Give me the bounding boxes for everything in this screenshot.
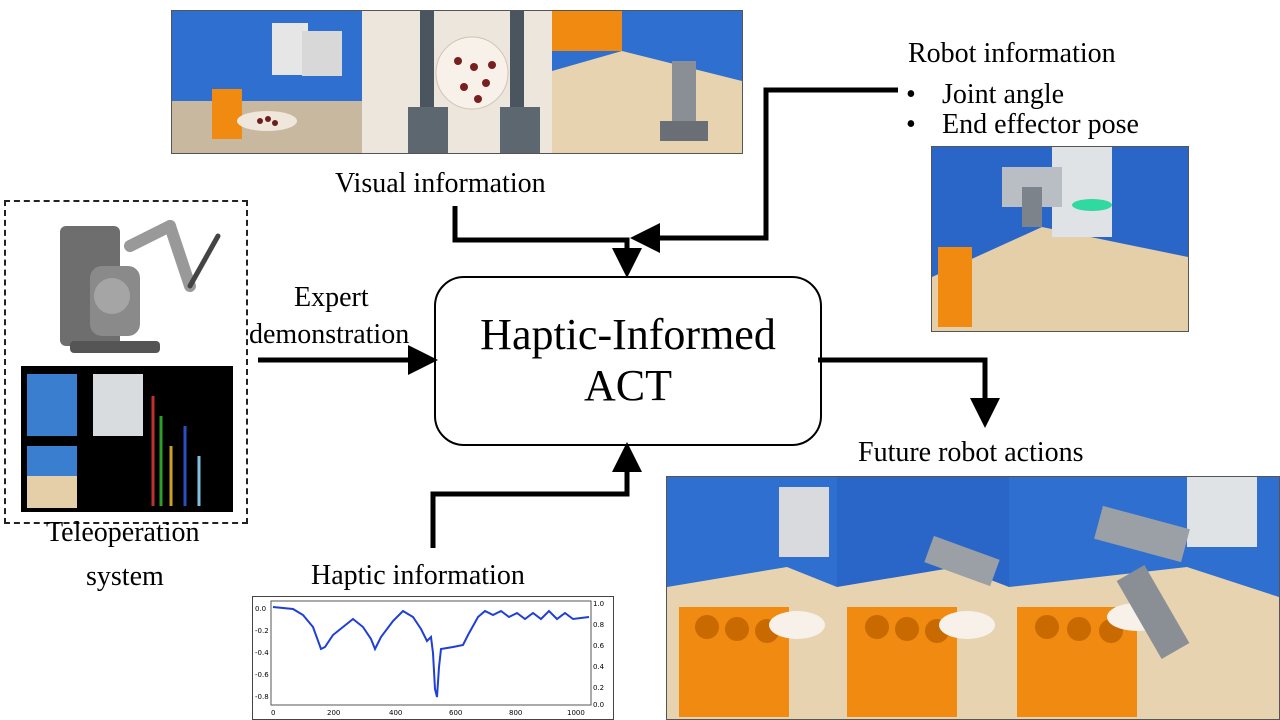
haptic-arrow [430,442,642,548]
visual-photos-drawing [172,11,742,153]
robot-info-item: • Joint angle [906,78,1139,110]
y-tick-label: -0.2 [255,627,269,635]
robot-info-item-label: End effector pose [942,108,1139,140]
haptic-device-icon [60,220,221,353]
y2-tick-label: 0.2 [593,684,604,692]
y2-tick-label: 0.0 [593,701,604,709]
robot-arrow [630,87,898,253]
bullet-icon: • [906,78,916,110]
robot-info-list: • Joint angle • End effector pose [906,78,1139,140]
y-tick-label: -0.8 [255,693,269,701]
haptic-plot: 0.0 -0.2 -0.4 -0.6 -0.8 1.0 0.8 0.6 0.4 … [252,596,614,720]
future-actions-label: Future robot actions [858,437,1084,468]
x-tick-label: 400 [389,709,402,717]
future-actions-photos [666,476,1280,720]
bullet-icon: • [906,108,916,140]
y-tick-label: 0.0 [255,605,266,613]
visual-info-photos [171,10,743,154]
y2-tick-label: 0.8 [593,621,604,629]
x-tick-label: 200 [327,709,340,717]
robot-photo [931,146,1189,332]
future-arrow [818,357,1000,428]
robot-info-item-label: Joint angle [942,78,1065,110]
teleop-label-line1: Teleoperation [46,517,200,548]
x-tick-label: 800 [509,709,522,717]
future-photos-drawing [667,477,1279,719]
x-tick-label: 0 [271,709,275,717]
center-title-line1: Haptic-Informed [480,310,776,360]
y2-tick-label: 0.6 [593,642,605,650]
expert-label-line2: demonstration [249,319,410,350]
visual-arrow [452,206,642,278]
y-tick-label: -0.4 [255,649,269,657]
haptic-plot-drawing: 0.0 -0.2 -0.4 -0.6 -0.8 1.0 0.8 0.6 0.4 … [255,600,605,717]
haptic-info-label: Haptic information [311,560,525,591]
teleop-screen [21,366,233,512]
expert-label-line1: Expert [294,282,369,313]
y2-tick-label: 0.4 [593,663,605,671]
robot-photo-drawing [932,147,1188,331]
robot-info-item: • End effector pose [906,108,1139,140]
haptic-signal-line [272,606,590,698]
y-tick-label: -0.6 [255,671,269,679]
teleop-system-frame [4,200,248,524]
visual-info-label: Visual information [335,168,546,199]
teleop-label-line2: system [86,561,164,592]
teleop-screen-drawing [27,374,201,508]
y2-tick-label: 1.0 [593,600,604,608]
robot-info-title: Robot information [908,38,1116,69]
x-tick-label: 1000 [567,709,585,717]
center-title-line2: ACT [584,361,672,410]
x-tick-label: 600 [449,709,462,717]
